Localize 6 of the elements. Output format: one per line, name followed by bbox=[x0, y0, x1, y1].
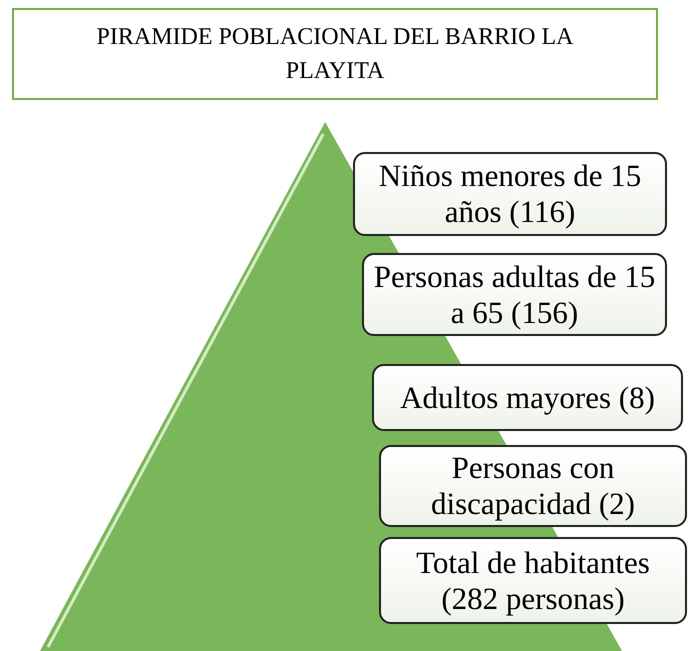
title-box: PIRAMIDE POBLACIONAL DEL BARRIO LA PLAYITA bbox=[12, 8, 658, 100]
label-box: Adultos mayores (8) bbox=[372, 364, 683, 431]
label-box: Total de habitantes (282 personas) bbox=[379, 537, 687, 624]
label-box: Personas con discapacidad (2) bbox=[379, 445, 687, 527]
label-box: Personas adultas de 15 a 65 (156) bbox=[362, 253, 667, 336]
label-box: Niños menores de 15 años (116) bbox=[353, 152, 667, 236]
